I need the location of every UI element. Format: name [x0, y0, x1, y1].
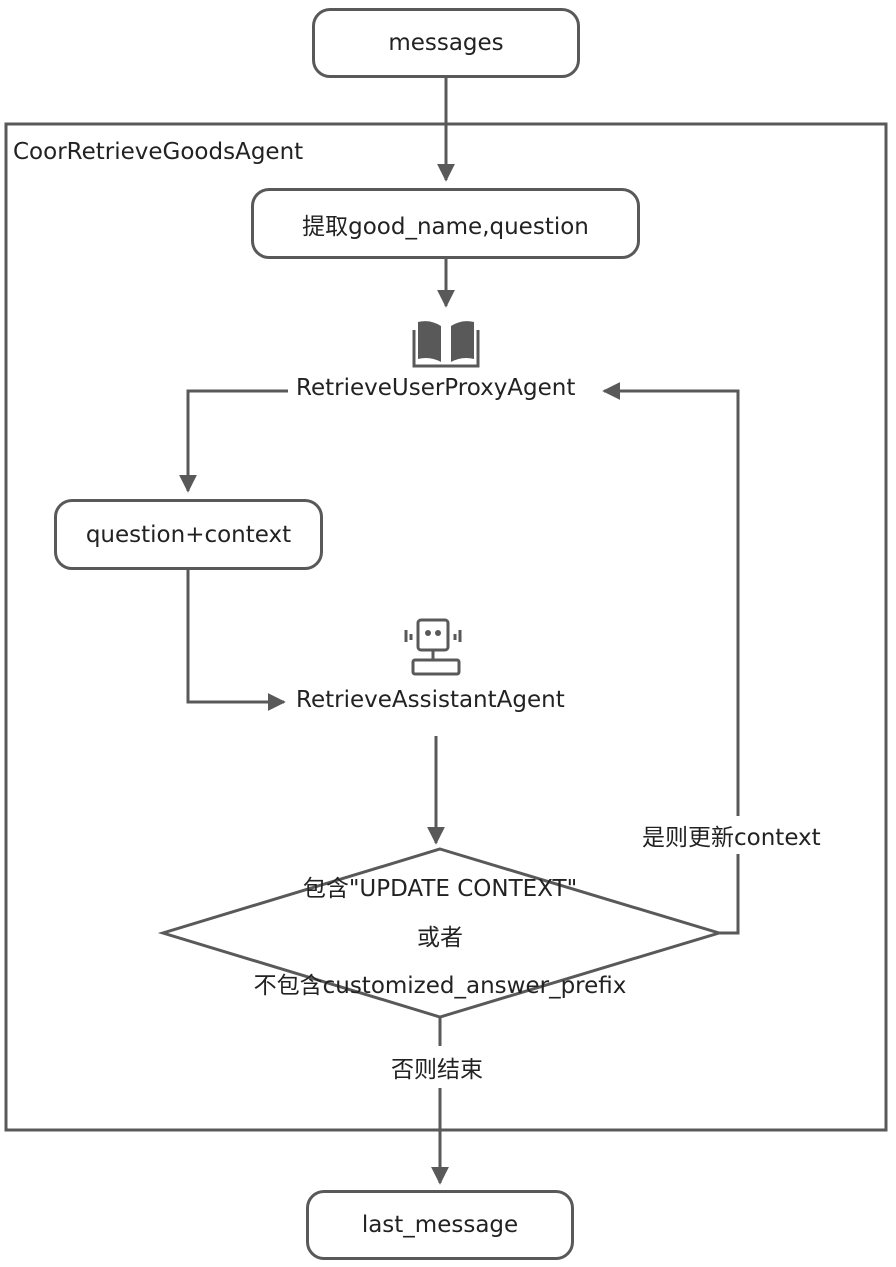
decision-diamond — [157, 847, 725, 1019]
node-extract[interactable]: 提取good_name,question — [251, 188, 640, 259]
node-question-context[interactable]: question+context — [54, 499, 323, 570]
container-title: CoorRetrieveGoodsAgent — [13, 139, 304, 165]
node-last-message[interactable]: last_message — [306, 1190, 574, 1260]
decision-line3: 不包含customized_answer_prefix — [253, 973, 627, 999]
edge-question-assistant — [186, 570, 286, 711]
node-retrieve-assistant[interactable]: RetrieveAssistantAgent — [294, 687, 567, 713]
decision-line1: 包含"UPDATE CONTEXT" — [302, 876, 578, 902]
edge-label-no: 否则结束 — [387, 1046, 487, 1088]
robot-icon — [404, 618, 462, 676]
edge-decision-proxy — [602, 382, 740, 935]
decision-line2: 或者 — [417, 925, 463, 951]
edge-label-yes: 是则更新context — [640, 816, 823, 854]
node-messages[interactable]: messages — [312, 8, 580, 78]
edge-proxy-question — [179, 389, 288, 493]
book-icon — [412, 321, 480, 368]
node-retrieve-user-proxy[interactable]: RetrieveUserProxyAgent — [294, 375, 578, 401]
